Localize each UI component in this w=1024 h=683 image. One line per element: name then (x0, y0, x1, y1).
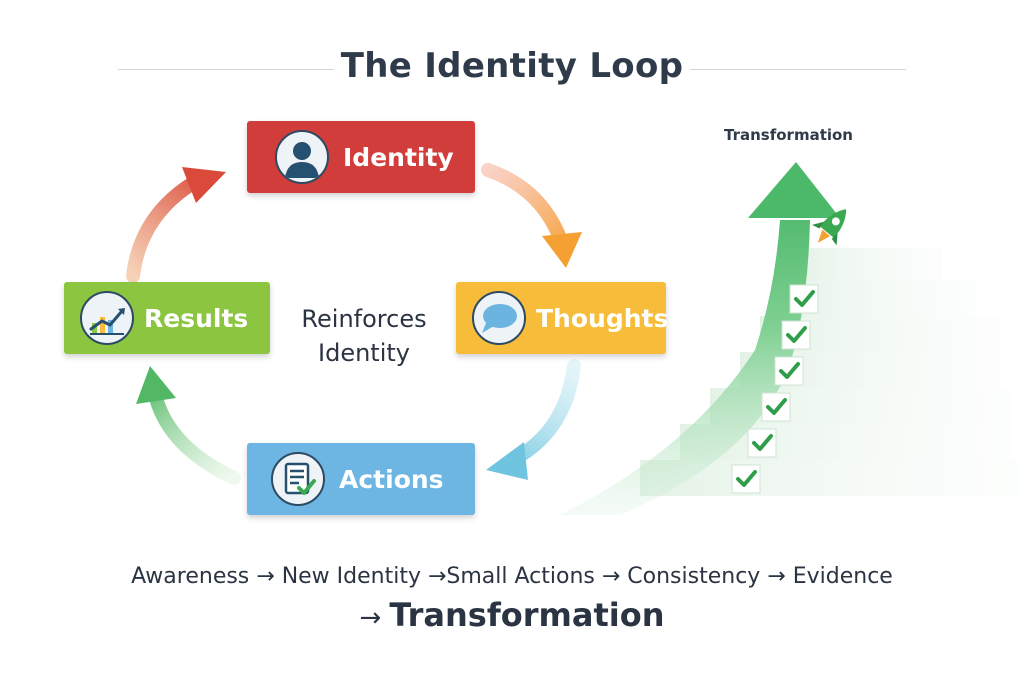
results-label: Results (144, 303, 249, 333)
actions-label: Actions (339, 464, 444, 494)
rocket-icon (812, 209, 847, 246)
staircase-label: Transformation (724, 126, 853, 144)
loop-center-text: Reinforces Identity (282, 302, 446, 370)
page-title: The Identity Loop (340, 46, 684, 86)
flow-final-arrow: → (359, 603, 382, 633)
thought-bubble-icon (472, 291, 526, 345)
checkmark-icon (731, 464, 761, 494)
arrow-thoughts-to-actions (486, 359, 581, 480)
checklist-icon (271, 452, 325, 506)
checkmark-icon (781, 320, 811, 350)
identity-node: Identity (247, 121, 475, 193)
flow-final-word: Transformation (389, 596, 665, 634)
title-area: The Identity Loop (0, 46, 1024, 94)
results-node: Results (64, 282, 270, 354)
thoughts-node: Thoughts (456, 282, 669, 354)
actions-node: Actions (247, 443, 475, 515)
growth-staircase (560, 162, 1020, 515)
checkmark-icon (774, 356, 804, 386)
center-text-line2: Identity (318, 339, 410, 367)
checkmark-icon (747, 428, 777, 458)
identity-label: Identity (343, 142, 454, 172)
flow-sequence: Awareness → New Identity →Small Actions … (131, 564, 893, 589)
checkmark-icon (789, 284, 819, 314)
growth-arrow (560, 162, 840, 515)
arrow-identity-to-thoughts (481, 163, 582, 268)
growth-chart-icon (80, 291, 134, 345)
checkmark-column (731, 284, 819, 494)
thoughts-label: Thoughts (536, 303, 669, 333)
center-text-line1: Reinforces (301, 305, 427, 333)
flow-final: →Transformation (0, 596, 1024, 634)
arrow-results-to-identity (126, 167, 226, 283)
title-divider-left (118, 69, 334, 70)
person-silhouette-icon (275, 130, 329, 184)
arrow-actions-to-results (136, 366, 241, 485)
checkmark-icon (761, 392, 791, 422)
title-divider-right (690, 69, 906, 70)
